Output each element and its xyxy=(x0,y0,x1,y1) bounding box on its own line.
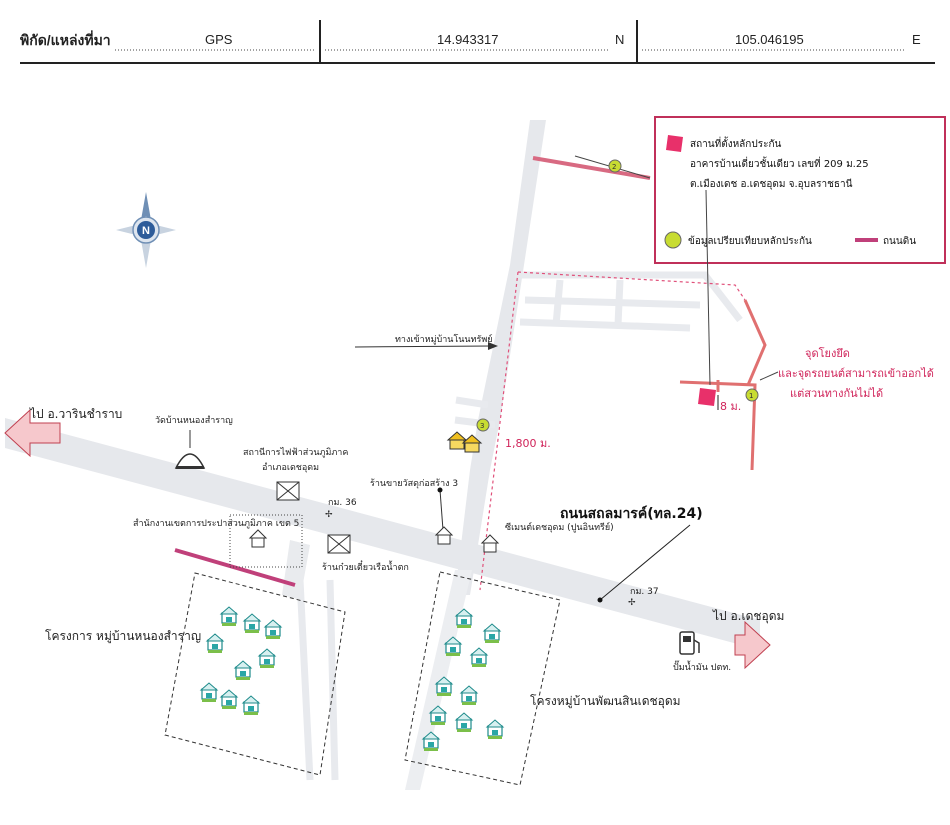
legend-comparison-label: ข้อมูลเปรียบเทียบหลักประกัน xyxy=(688,235,812,247)
entrance-arrowhead xyxy=(488,342,498,350)
collateral-legend-marker xyxy=(666,135,683,152)
km37-label: กม. 37 xyxy=(630,587,659,597)
side-road-west xyxy=(282,540,310,600)
comparison-marker-2: 2 xyxy=(608,159,622,173)
office-zone5-icon xyxy=(249,529,267,548)
office-zone5-boundary xyxy=(229,514,303,568)
marker-number: 1 xyxy=(749,392,753,400)
gas-station-label: ปั๊มน้ำมัน ปตท. xyxy=(673,660,731,673)
compass-icon: N xyxy=(116,192,176,268)
distance-line xyxy=(479,271,519,591)
to-warin-label: ไป อ.วารินชำราบ xyxy=(29,407,122,421)
note-line1: จุดโยงยึด xyxy=(805,346,850,360)
latitude-value: 14.943317 xyxy=(437,32,499,47)
longitude-value: 105.046195 xyxy=(735,32,804,47)
road-name-leader xyxy=(599,524,691,601)
gas-station-icon xyxy=(679,631,700,655)
dirt-road-west xyxy=(174,548,296,587)
side-road-north xyxy=(455,120,546,595)
note-leader-line xyxy=(759,371,779,381)
legend-box xyxy=(654,116,946,264)
longitude-direction: E xyxy=(912,32,921,47)
road-name-label: ถนนสถลมารค์(ทล.24) xyxy=(560,505,703,522)
legend-collateral-line1: อาคารบ้านเดี่ยวชั้นเดียว เลขที่ 209 ม.25 xyxy=(690,156,869,170)
dirt-road-site xyxy=(679,380,757,471)
electricity-label-line2: อำเภอเดชอุดม xyxy=(262,462,319,473)
comparison-marker-3: 3 xyxy=(476,418,490,432)
electricity-label-line1: สถานีการไฟฟ้าส่วนภูมิภาค xyxy=(243,447,348,458)
project-phatthana-boundary xyxy=(404,571,561,786)
latitude-direction: N xyxy=(615,32,625,47)
cement-shop-icon xyxy=(481,534,499,553)
km36-label: กม. 36 xyxy=(328,498,357,508)
source-value: GPS xyxy=(205,32,233,47)
construction-shop-dot xyxy=(437,487,443,493)
construction-shop-label: ร้านขายวัสดุก่อสร้าง 3 xyxy=(370,478,458,489)
km36-cross-icon: ✢ xyxy=(325,510,333,520)
construction-shop-icon xyxy=(435,526,453,545)
arrow-right-icon xyxy=(734,620,771,670)
legend-dirt-road-label: ถนนดิน xyxy=(883,236,916,247)
side-road-south xyxy=(405,570,472,790)
to-dechudom-label: ไป อ.เดชอุดม xyxy=(712,609,784,624)
compass-letter: N xyxy=(142,225,150,237)
main-highway xyxy=(5,418,760,650)
project-nongsamran-houses xyxy=(200,606,282,716)
dirt-road-north xyxy=(532,156,651,180)
noodle-shop-icon xyxy=(327,534,351,554)
note-line2: และจุดรถยนต์สามารถเข้าออกได้ xyxy=(778,367,934,380)
distance-line-east xyxy=(517,271,746,301)
comparison-marker-1: 1 xyxy=(745,388,759,402)
km37-cross-icon: ✢ xyxy=(628,598,636,608)
road-name-dot xyxy=(597,597,603,603)
note-line3: แต่สวนทางกันไม่ได้ xyxy=(790,387,883,400)
project-nongsamran-label: โครงการ หมู่บ้านหนองสำราญ xyxy=(45,629,201,644)
coordinate-header: พิกัด/แหล่งที่มา GPS 14.943317 N 105.046… xyxy=(0,0,950,70)
noodle-shop-label: ร้านก๋วยเตี๋ยวเรือน้ำตก xyxy=(322,560,409,573)
cement-shop-label: ซีเมนต์เดชอุดม (ปูนอินทรีย์) xyxy=(505,521,614,533)
project-phatthana-label: โครงหมู่บ้านพัฒนสินเดชอุดม xyxy=(530,694,681,709)
marker-number: 3 xyxy=(480,422,484,430)
feeder-roads xyxy=(296,271,743,781)
project-nongsamran-boundary xyxy=(164,572,346,776)
arrow-left-icon xyxy=(4,408,61,458)
width-label: 8 ม. xyxy=(720,400,741,413)
legend-collateral-line2: ต.เมืองเดช อ.เดชอุดม จ.อุบลราชธานี xyxy=(690,178,853,190)
distance-label: 1,800 ม. xyxy=(505,437,551,450)
entrance-arrow xyxy=(354,345,493,348)
collateral-site-marker xyxy=(698,388,716,406)
temple-icon xyxy=(174,430,206,469)
marker-number: 2 xyxy=(612,163,616,171)
dirt-road-site-north xyxy=(743,299,767,386)
temple-label: วัดบ้านหนองสำราญ xyxy=(155,415,233,426)
legend-collateral-title: สถานที่ตั้งหลักประกัน xyxy=(690,136,781,150)
leader-line xyxy=(705,189,711,386)
comparison-legend-marker xyxy=(664,231,682,249)
village-houses-icon xyxy=(446,431,483,453)
village-entrance-label: ทางเข้าหมู่บ้านโนนทรัพย์ xyxy=(395,333,493,345)
office-zone5-label: สำนักงานเขตการประปาส่วนภูมิภาค เขต 5 xyxy=(133,518,299,529)
electricity-building-icon xyxy=(276,481,300,501)
construction-shop-leader xyxy=(439,489,444,531)
coordinate-label: พิกัด/แหล่งที่มา xyxy=(20,32,111,48)
